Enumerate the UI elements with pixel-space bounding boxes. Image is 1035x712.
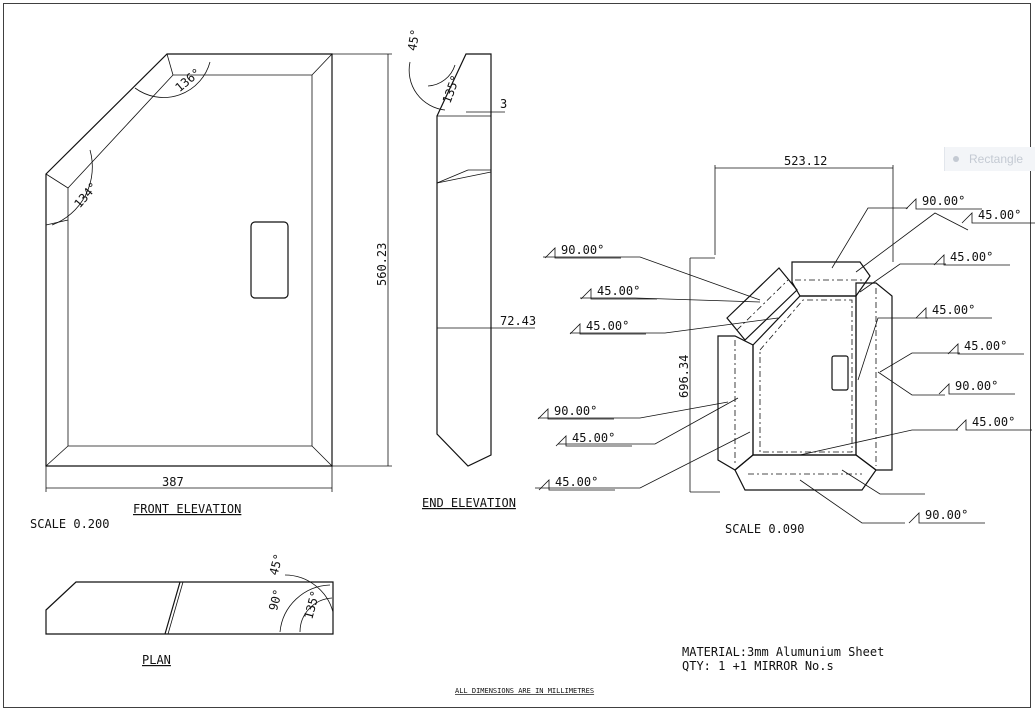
angle-134: 134° [71,180,100,211]
end-thickness-dim: 3 [500,97,507,111]
callout-leader [569,323,646,335]
bend-callout: 45.00° [932,303,975,317]
bend-callout: 45.00° [572,431,615,445]
front-scale-label: SCALE 0.200 [30,517,109,531]
sheet-border [3,3,1031,708]
bend-callout: 45.00° [555,475,598,489]
end-angle-45: 45° [405,28,423,52]
flat-cutout [831,355,849,391]
callout-leader [580,288,657,300]
callout-leader [933,254,1010,266]
callout-leader [537,408,614,420]
overlay-tag-label: Rectangle [969,152,1024,166]
bend-callout: 45.00° [972,415,1015,429]
bend-callout: 45.00° [964,339,1007,353]
front-width-dim: 387 [162,475,184,489]
callout-leader [947,343,1024,355]
end-angle-135: 135° [440,73,463,105]
bend-callout: 90.00° [925,508,968,522]
end-elevation-view: 45° 135° 3 72.43 END ELEVATION [405,28,536,510]
overlay-shape-tag[interactable]: Rectangle [944,147,1035,171]
plan-view: 45° 90° 135° PLAN [45,552,334,667]
callout-leader [905,198,982,210]
shape-dot-icon [953,156,959,162]
front-height-dim: 560.23 [375,243,389,286]
bend-callout: 45.00° [978,208,1021,222]
flat-pattern-view: 523.12 696.34 [535,154,969,524]
bend-callout: 90.00° [922,194,965,208]
callout-leader [955,419,1032,431]
bend-callout: 45.00° [597,284,640,298]
flat-scale-label: SCALE 0.090 [725,522,804,536]
callout-leader [544,247,621,259]
callout-leader [938,383,1015,395]
bend-callout: 90.00° [554,404,597,418]
bend-callout: 45.00° [586,319,629,333]
plan-angle-135: 135° [302,589,323,621]
callout-leader [555,435,632,447]
callout-leader [915,307,992,319]
plan-angle-90: 90° [266,588,285,613]
plan-label: PLAN [142,653,171,667]
flat-height-dim: 696.34 [677,355,691,398]
end-depth-dim: 72.43 [500,314,536,328]
callout-leader [908,512,985,524]
bend-callout: 45.00° [950,250,993,264]
plan-angle-45: 45° [267,552,286,577]
end-elevation-label: END ELEVATION [422,496,516,510]
flat-width-dim: 523.12 [784,154,827,168]
units-note: ALL DIMENSIONS ARE IN MILLIMETRES [455,687,594,695]
callout-leader [961,212,1035,224]
bend-callouts: 90.00° 45.00° 45.00° 90.00° 45.00° 45.00… [554,194,1021,522]
front-elevation-view: 136° 134° 387 560.23 FRONT ELEVATION SCA… [30,53,392,531]
callout-leader [538,479,615,491]
cutout-slot [250,221,289,299]
bend-callout: 90.00° [561,243,604,257]
qty-note: QTY: 1 +1 MIRROR No.s [682,659,834,673]
front-elevation-label: FRONT ELEVATION [133,502,241,516]
bend-callout: 90.00° [955,379,998,393]
material-note: MATERIAL:3mm Alumunium Sheet [682,645,884,659]
